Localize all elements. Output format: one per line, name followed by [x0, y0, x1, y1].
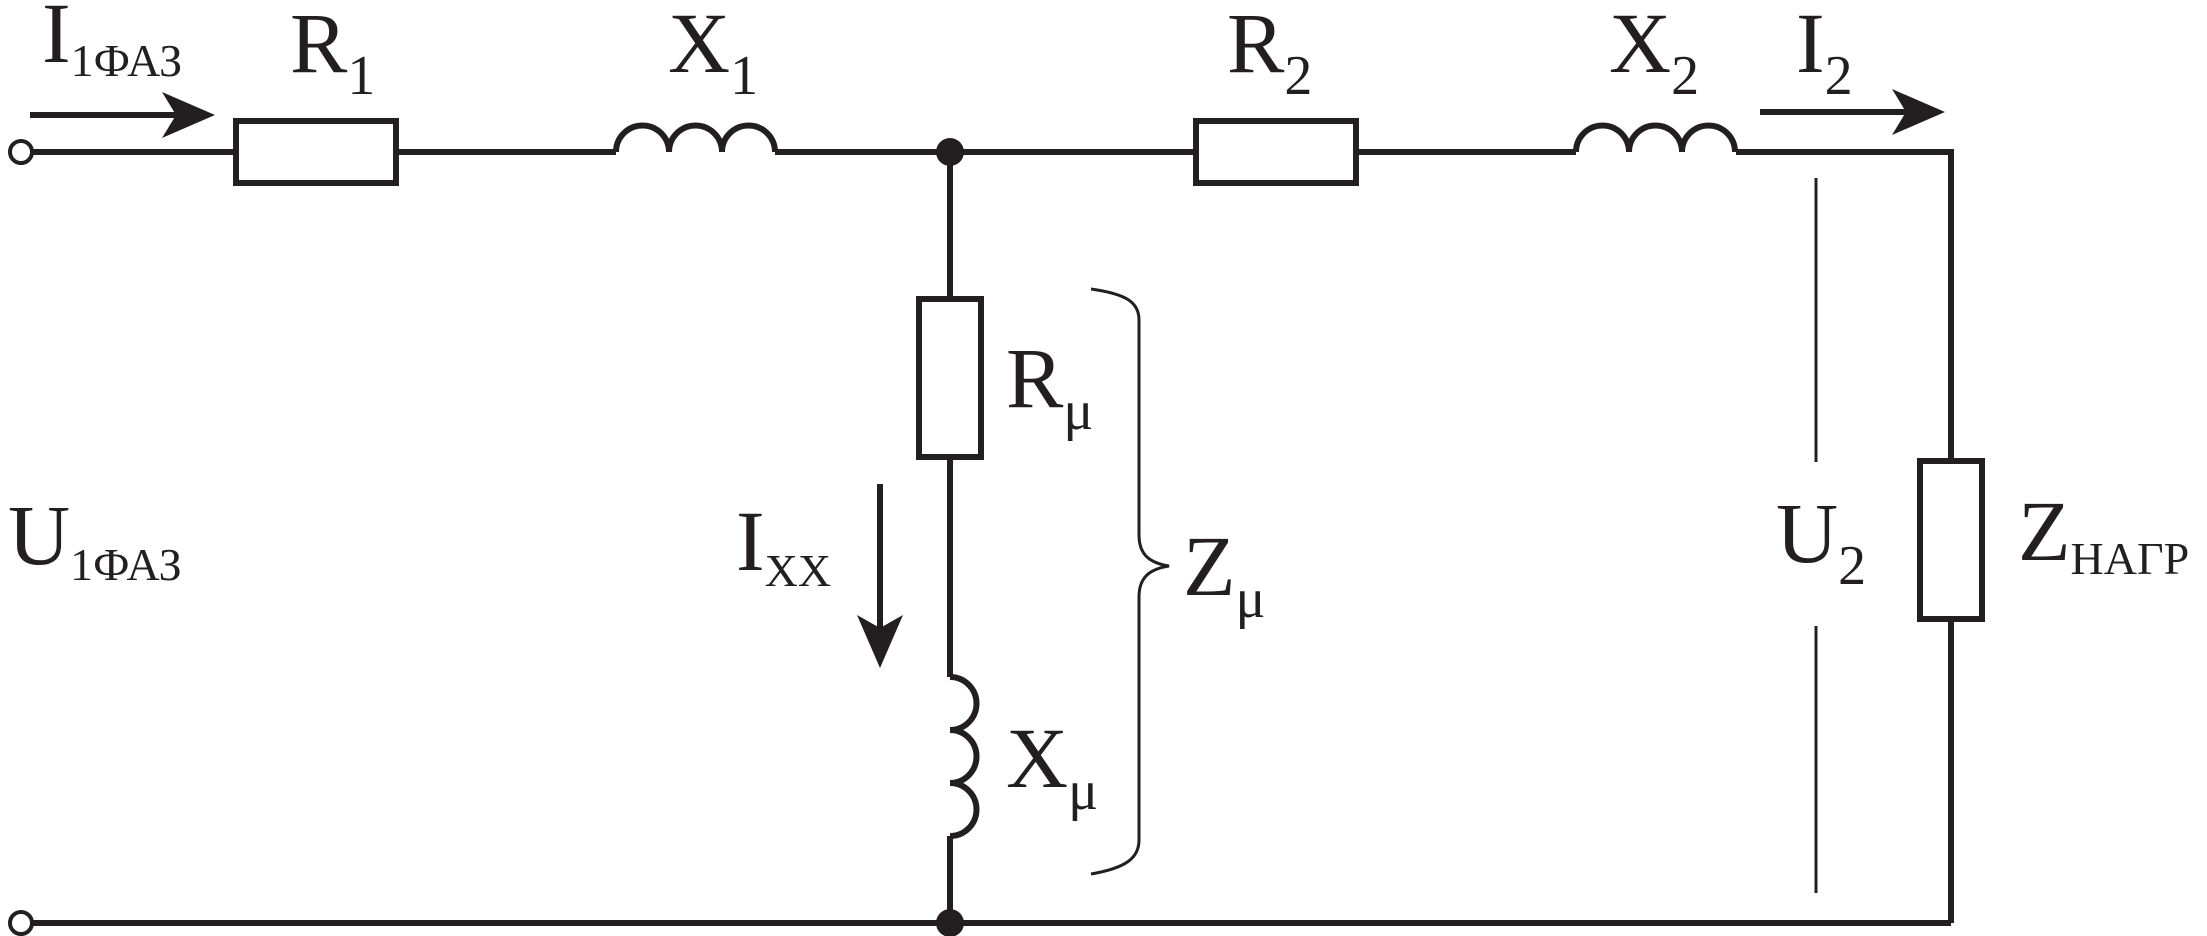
resistor-r-mu — [916, 296, 984, 460]
label-r-mu: Rμ — [1006, 330, 1093, 442]
label-r2: R2 — [1227, 0, 1312, 107]
wire-x2-to-load — [1736, 149, 1954, 461]
resistor-r1 — [233, 118, 399, 186]
label-z-mu: Zμ — [1183, 518, 1266, 630]
load-impedance — [1917, 458, 1985, 622]
inductor-x1 — [613, 122, 778, 153]
arrow-input-current — [30, 92, 215, 138]
label-load-impedance: ZНАГР — [2018, 483, 2189, 584]
inductor-x2 — [1573, 122, 1738, 153]
brace-z-mu — [1090, 287, 1170, 876]
label-output-current: I2 — [1796, 0, 1853, 107]
inductor-x-mu — [949, 674, 980, 839]
junction-node-top — [936, 138, 964, 166]
label-x1: X1 — [668, 0, 758, 107]
label-input-voltage: U1ФАЗ — [8, 487, 182, 590]
junction-node-bottom — [936, 909, 964, 936]
label-r1: R1 — [290, 0, 375, 107]
resistor-r2 — [1193, 118, 1359, 186]
arrow-no-load-current — [857, 484, 903, 668]
input-terminal-top — [8, 139, 34, 165]
arrow-output-current — [1760, 89, 1945, 135]
label-x2: X2 — [1609, 0, 1699, 107]
label-x-mu: Xμ — [1006, 710, 1098, 822]
wires — [21, 149, 1954, 926]
label-output-voltage: U2 — [1776, 485, 1866, 597]
label-no-load-current: IXX — [736, 493, 831, 596]
input-terminal-bottom — [8, 910, 34, 936]
label-input-current: I1ФАЗ — [42, 0, 182, 86]
